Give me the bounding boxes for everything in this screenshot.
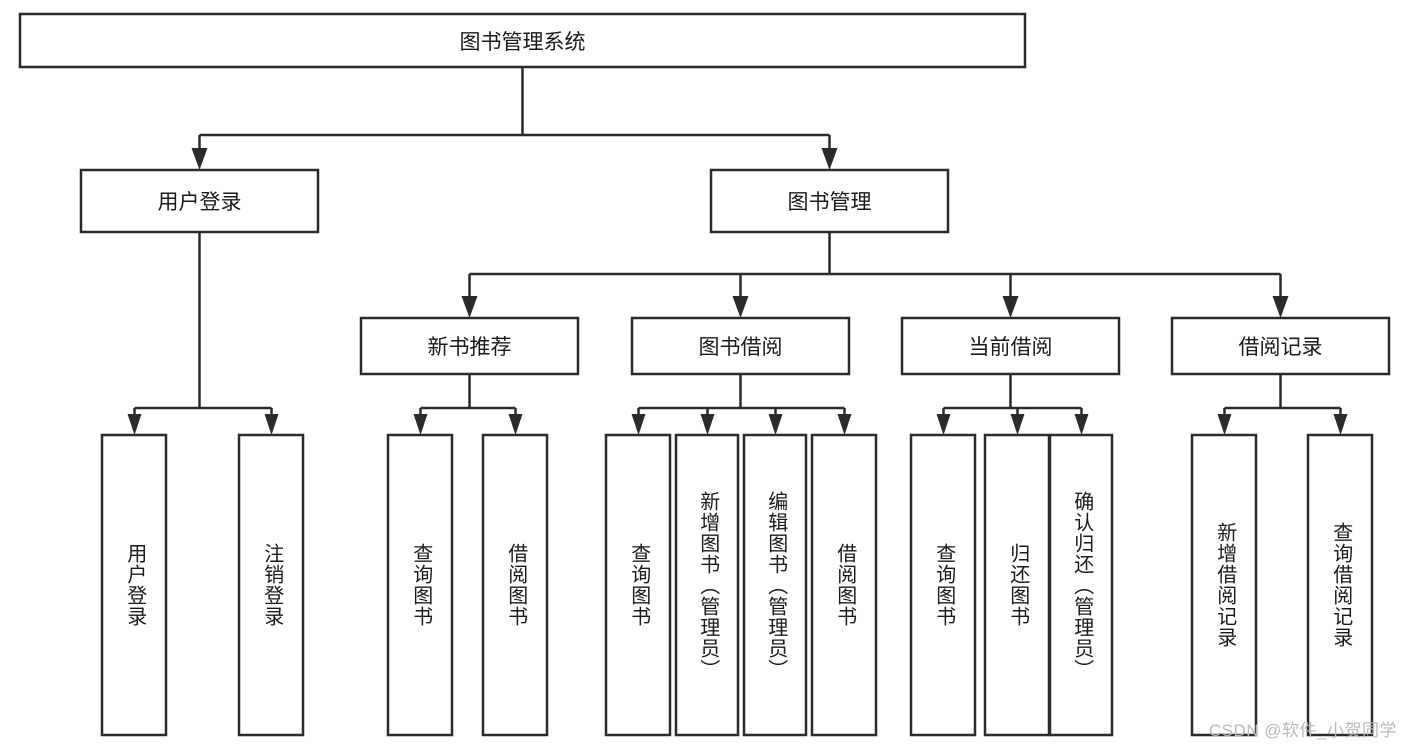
node-leaf-box-10[interactable] <box>1048 433 1114 737</box>
node-leaf-box-8[interactable] <box>909 433 977 737</box>
arrowhead-br-2 <box>1333 414 1348 435</box>
connector-group-borrow <box>631 374 852 435</box>
arrowhead-root-1 <box>191 148 208 170</box>
arrowhead-bw-4 <box>837 414 852 435</box>
arrowhead-bm-2 <box>732 296 749 318</box>
connector-group-current-borrow <box>936 374 1089 435</box>
node-leaf-box-1[interactable] <box>237 433 305 737</box>
node-leaf-box-2[interactable] <box>386 433 454 737</box>
node-level2-box-0[interactable] <box>79 168 320 234</box>
arrowhead-cb-2 <box>1010 414 1025 435</box>
node-root-box[interactable] <box>18 12 1027 69</box>
arrowhead-nb-1 <box>413 414 428 435</box>
arrowhead-bw-3 <box>768 414 783 435</box>
connector-group-new-book <box>413 374 523 435</box>
connector-group-book-mgmt <box>461 232 1289 318</box>
connector-group-root <box>191 67 838 170</box>
node-leaf-box-4[interactable] <box>604 433 672 737</box>
arrowhead-ul-2 <box>264 414 279 435</box>
node-level3-box-1[interactable] <box>630 316 851 376</box>
arrowhead-br-1 <box>1217 414 1232 435</box>
node-level3-box-0[interactable] <box>359 316 580 376</box>
node-leaf-box-11[interactable] <box>1190 433 1258 737</box>
arrowhead-cb-3 <box>1074 414 1089 435</box>
node-leaf-box-6[interactable] <box>742 433 808 737</box>
node-leaf-box-3[interactable] <box>481 433 549 737</box>
arrowhead-root-2 <box>821 148 838 170</box>
node-level3-box-2[interactable] <box>900 316 1121 376</box>
connector-group-borrow-record <box>1217 374 1348 435</box>
node-leaf-box-9[interactable] <box>983 433 1051 737</box>
node-leaf-box-0[interactable] <box>100 433 168 737</box>
arrowhead-bw-1 <box>631 414 646 435</box>
node-leaf-box-5[interactable] <box>674 433 740 737</box>
arrowhead-bm-1 <box>461 296 478 318</box>
node-leaf-box-7[interactable] <box>810 433 878 737</box>
arrowhead-cb-1 <box>936 414 951 435</box>
arrowhead-bw-2 <box>700 414 715 435</box>
arrowhead-ul-1 <box>127 414 142 435</box>
arrowhead-nb-2 <box>508 414 523 435</box>
node-level3-box-3[interactable] <box>1170 316 1391 376</box>
arrowhead-bm-4 <box>1272 296 1289 318</box>
node-level2-box-1[interactable] <box>709 168 950 234</box>
arrowhead-bm-3 <box>1002 296 1019 318</box>
csdn-watermark: CSDN @软件_小贺同学 <box>1208 721 1397 740</box>
connector-group-user-login <box>127 232 279 435</box>
node-leaf-box-12[interactable] <box>1306 433 1374 737</box>
